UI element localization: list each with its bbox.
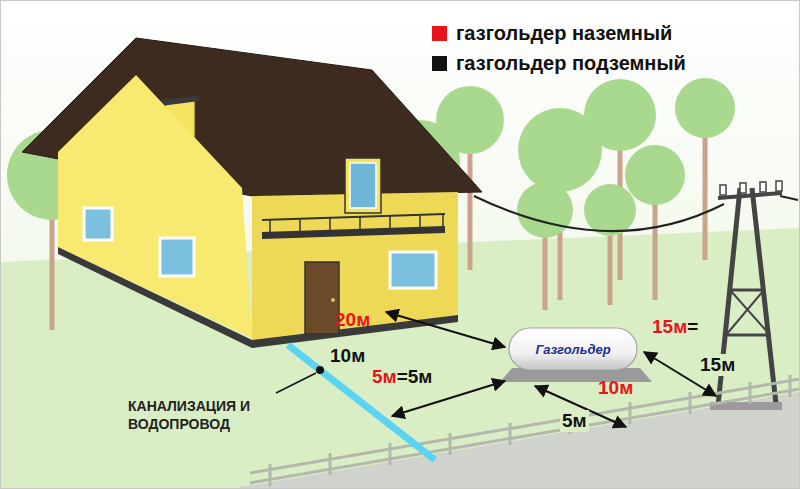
tank-body <box>509 328 637 370</box>
art-part <box>584 184 636 236</box>
pipe <box>276 345 435 460</box>
label-row: 15м= <box>652 316 698 338</box>
art-part <box>509 423 512 445</box>
art-part <box>703 128 708 260</box>
legend-swatch <box>432 26 447 41</box>
art-part <box>726 290 764 335</box>
art-part <box>789 375 792 397</box>
art-part <box>329 453 332 475</box>
art-part <box>675 78 735 138</box>
art-part <box>740 183 746 193</box>
art-part <box>752 188 776 404</box>
art-part <box>689 392 692 414</box>
fence <box>250 375 800 486</box>
art-part <box>629 402 632 424</box>
art-part <box>442 214 444 226</box>
art-part <box>730 289 764 292</box>
label-row: 5м=5м <box>372 366 432 388</box>
art-part <box>584 79 656 151</box>
art-part <box>474 196 724 231</box>
tank-label: Газгольдер <box>535 342 610 357</box>
art-part <box>316 366 324 374</box>
art-part <box>390 252 436 288</box>
art-part <box>288 345 435 460</box>
art-part <box>449 433 452 455</box>
art-part <box>161 95 199 106</box>
art-part <box>250 389 800 483</box>
art-part <box>419 215 421 227</box>
distance-label: 10м <box>330 345 365 367</box>
art-part <box>749 382 752 404</box>
distance-label: 15м <box>652 316 687 338</box>
art-part <box>269 220 271 232</box>
art-part <box>776 181 782 191</box>
art-part <box>58 247 252 348</box>
art-part <box>386 312 505 347</box>
art-part <box>250 379 800 473</box>
dimension-arrows <box>386 312 716 427</box>
distance-label: 5м <box>560 410 589 432</box>
art-part <box>608 225 613 305</box>
art-part <box>517 182 573 238</box>
art-part <box>305 262 339 334</box>
legend-row: газгольдер подземный <box>432 52 686 75</box>
art-part <box>468 140 473 270</box>
art-part <box>270 214 443 232</box>
art-part <box>252 192 458 340</box>
art-part <box>359 217 361 229</box>
art-part <box>331 298 335 302</box>
legend-text: газгольдер подземный <box>456 52 686 75</box>
distance-label: = <box>687 316 698 338</box>
art-part <box>389 216 391 228</box>
legend-row: газгольдер наземный <box>432 22 686 45</box>
house <box>22 38 482 348</box>
art-part <box>730 290 770 335</box>
art-part <box>653 195 658 300</box>
power-wire <box>474 196 798 231</box>
art-part <box>262 226 445 239</box>
art-part <box>625 145 685 205</box>
art-part <box>329 218 331 230</box>
art-part <box>350 163 376 208</box>
art-part <box>262 214 445 220</box>
tank-node: Газгольдер <box>508 327 638 371</box>
art-part <box>276 373 316 393</box>
art-part <box>269 464 272 486</box>
art-part <box>720 185 726 195</box>
art-part <box>726 334 770 337</box>
road <box>230 392 800 489</box>
art-part <box>345 158 381 213</box>
art-part <box>160 238 194 276</box>
art-part <box>299 219 301 231</box>
art-part <box>760 182 766 192</box>
legend-text: газгольдер наземный <box>456 22 672 45</box>
legend: газгольдер наземный газгольдер подземный <box>432 22 686 82</box>
distance-label: 15м <box>698 354 737 376</box>
art-part <box>436 86 504 154</box>
distance-label: 10м <box>598 377 633 399</box>
art-part <box>718 193 782 198</box>
distance-label: 5м <box>372 366 397 388</box>
distance-label: 20м <box>335 309 370 331</box>
art-part <box>389 443 392 465</box>
art-part <box>780 196 798 200</box>
legend-swatch <box>432 56 447 71</box>
art-part <box>84 208 112 240</box>
distance-label: =5м <box>397 366 433 388</box>
callout-label: КАНАЛИЗАЦИЯ И ВОДОПРОВОД <box>128 398 278 433</box>
